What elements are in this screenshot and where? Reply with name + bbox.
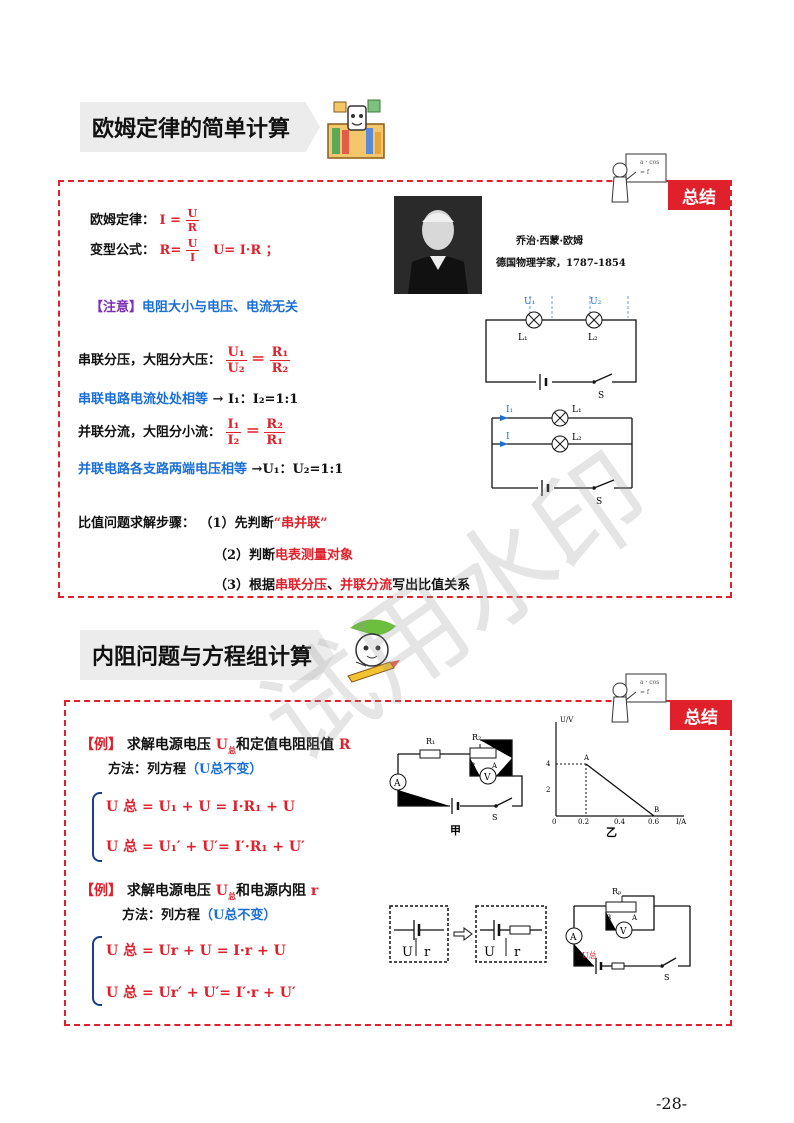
section2-title: 内阻问题与方程组计算	[92, 645, 313, 670]
svg-text:I₁: I₁	[506, 405, 513, 415]
steps-line-1: 比值问题求解步骤： （1）先判断“串并联”	[78, 516, 328, 531]
section1-summary-tag: 总结	[668, 180, 730, 210]
parallel-voltage-line: 并联电路各支路两端电压相等 →U₁：U₂=1:1	[78, 462, 344, 477]
section2-title-banner: 内阻问题与方程组计算	[80, 630, 334, 680]
circuit-right-diagram: Rₚ B A V A U总 S	[565, 887, 691, 982]
svg-text:U₁: U₁	[524, 297, 535, 307]
svg-text:L₁: L₁	[572, 405, 582, 415]
svg-text:V: V	[619, 927, 627, 937]
graph-caption: 乙	[606, 826, 617, 838]
svg-text:S: S	[596, 497, 602, 507]
svg-text:R₁: R₁	[426, 737, 435, 746]
parallel-circuit-diagram: I₁ I L₁ L₂ S	[491, 405, 633, 507]
svg-text:A: A	[491, 762, 498, 770]
svg-text:L₂: L₂	[572, 433, 582, 443]
svg-text:S: S	[664, 973, 669, 982]
graph-xlabel: I/A	[676, 818, 687, 826]
svg-text:I: I	[506, 432, 510, 442]
example2-brace	[92, 936, 102, 1006]
section1-title-banner: 欧姆定律的简单计算	[80, 102, 320, 152]
circuit-jia-diagram: R₁ R₂ B A V A S 甲	[389, 733, 523, 837]
series-circuit-diagram: U₁ U₂ L₁ L₂ S	[485, 296, 637, 401]
section2-summary-box	[64, 700, 732, 1026]
example2-header: 【例】 求解电源电压 U总和电源内阻 r	[80, 883, 319, 901]
bookshelf-mascot-icon	[327, 99, 385, 159]
battery-internal-resistance-boxes: U r U r	[389, 905, 547, 963]
ohm-portrait-image	[394, 196, 482, 294]
teacher-blackboard-icon-2: a · cos = f	[611, 673, 667, 723]
portrait-name: 乔治·西蒙·欧姆	[516, 236, 583, 247]
section1-summary-box	[58, 180, 732, 598]
svg-text:= f: = f	[640, 169, 650, 176]
svg-text:A: A	[631, 914, 638, 922]
portrait-desc: 德国物理学家，1787-1854	[496, 258, 626, 269]
svg-text:V: V	[483, 773, 491, 783]
svg-text:a · cos: a · cos	[640, 159, 659, 166]
svg-text:Rₚ: Rₚ	[612, 887, 621, 896]
graph-point-b: B	[654, 806, 659, 814]
graph-xtick-06: 0.6	[648, 818, 660, 826]
graph-xtick-0: 0	[552, 818, 556, 826]
svg-text:U: U	[402, 945, 413, 960]
graph-xtick-02: 0.2	[578, 818, 589, 826]
pencil-mascot-icon	[347, 619, 400, 683]
graph-ylabel: U/V	[560, 716, 574, 724]
teacher-blackboard-icon: a · cos = f	[611, 153, 667, 203]
graph-yi-chart: U/V I/A 4 2 0 0.2 0.4 0.6 A B 乙	[546, 716, 687, 838]
svg-text:U总: U总	[582, 950, 597, 960]
svg-text:= f: = f	[640, 689, 650, 696]
section2-summary-tag: 总结	[670, 700, 732, 730]
example1-brace	[92, 792, 102, 862]
svg-text:a · cos: a · cos	[640, 679, 659, 686]
example2-eq2: U 总 = Ur′ + U′= I′·r + U′	[106, 985, 296, 1001]
steps-line-2: （2）判断电表测量对象	[214, 548, 354, 563]
graph-xtick-04: 0.4	[614, 818, 626, 826]
example1-header: 【例】 求解电源电压 U总和定值电阻阻值 R	[80, 737, 351, 755]
svg-text:A: A	[569, 933, 577, 943]
section1-title: 欧姆定律的简单计算	[92, 117, 291, 142]
graph-ytick-2: 2	[546, 786, 550, 794]
example2-method: 方法：列方程（U总不变）	[122, 908, 277, 923]
svg-text:r: r	[514, 945, 521, 960]
example1-method: 方法：列方程（U总不变）	[108, 762, 263, 777]
svg-text:r: r	[424, 945, 431, 960]
svg-text:S: S	[492, 813, 497, 822]
svg-text:R₂: R₂	[472, 733, 481, 742]
svg-text:S: S	[598, 391, 604, 401]
note-line: 【注意】电阻大小与电压、电流无关	[90, 300, 299, 315]
steps-line-3: （3）根据串联分压、并联分流写出比值关系	[214, 578, 471, 593]
example2-eq1: U 总 = Ur + U = I·r + U	[106, 943, 286, 959]
svg-text:L₂: L₂	[588, 333, 598, 343]
svg-text:U₂: U₂	[590, 297, 602, 307]
graph-ytick-4: 4	[546, 760, 551, 768]
graph-point-a: A	[583, 754, 590, 762]
example1-eq2: U 总 = U₁′ + U′= I′·R₁ + U′	[106, 839, 305, 855]
svg-text:U: U	[484, 945, 495, 960]
page-number: -28-	[656, 1094, 688, 1113]
example1-eq1: U 总 = U₁ + U = I·R₁ + U	[106, 799, 295, 815]
svg-text:甲: 甲	[450, 824, 461, 837]
svg-text:L₁: L₁	[518, 333, 528, 343]
graph-line-segment	[585, 763, 655, 817]
series-current-line: 串联电路电流处处相等 → I₁：I₂=1:1	[78, 392, 299, 407]
svg-text:A: A	[393, 779, 401, 789]
